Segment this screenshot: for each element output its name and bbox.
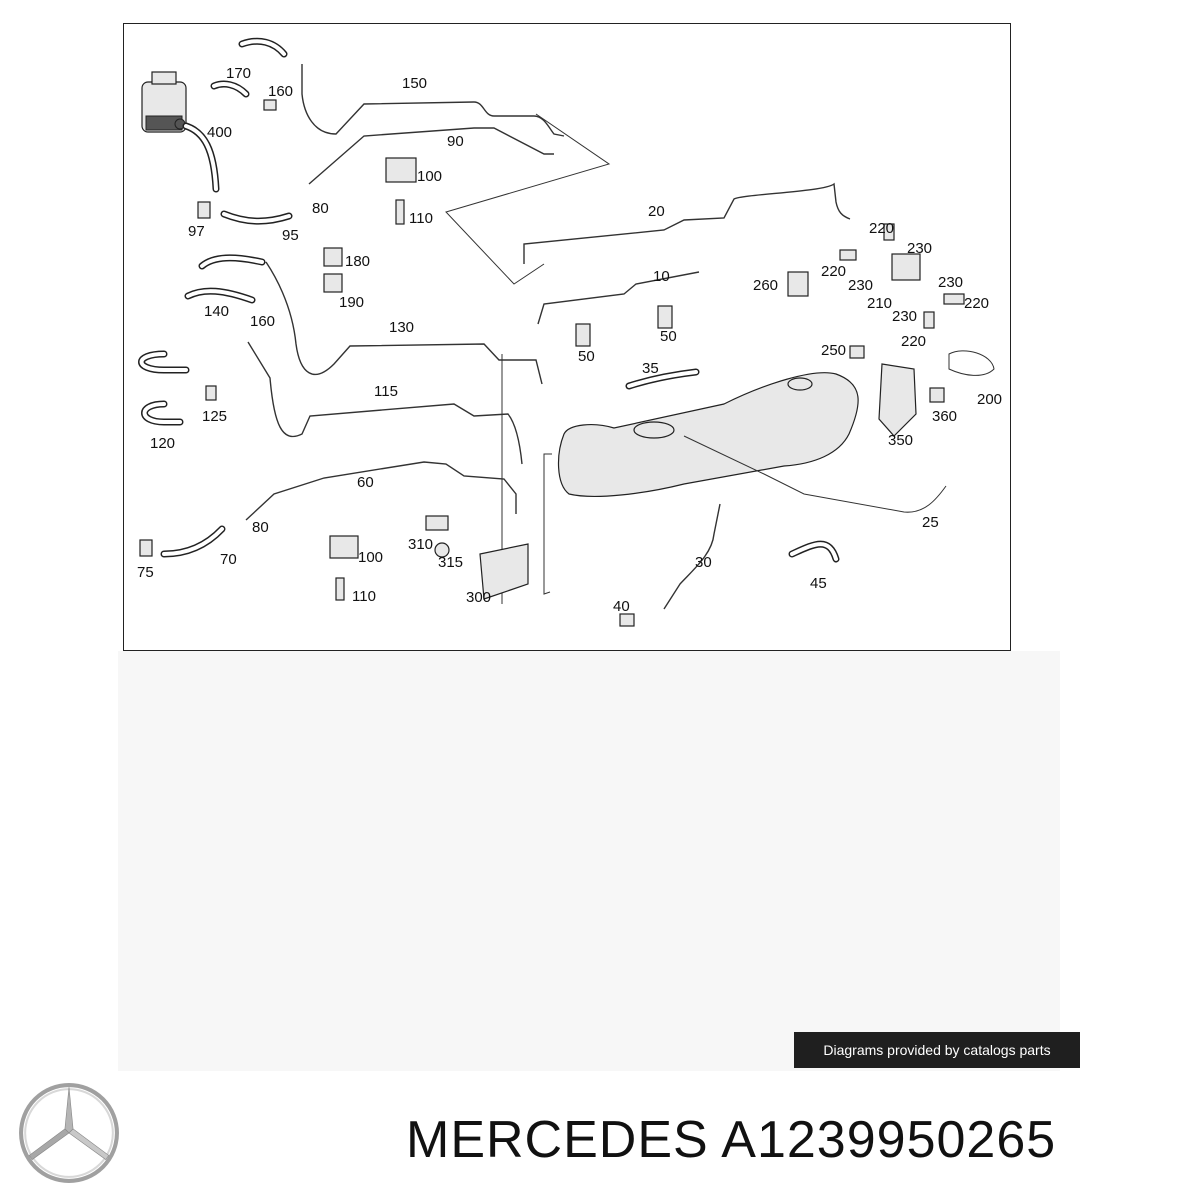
diagram-drawing: 170 160 150 400 90 100 80 97 95 110 20 2… [137,37,1002,627]
callout-110: 110 [409,210,433,227]
callout-97: 97 [188,223,205,240]
callout-95: 95 [282,227,299,244]
callout-110: 110 [352,588,376,605]
callout-50: 50 [660,328,677,345]
hose-parts [138,37,840,563]
callout-125: 125 [202,408,227,425]
callout-310: 310 [408,536,433,553]
callout-45: 45 [810,575,827,592]
part-title: MERCEDES A1239950265 [406,1111,1057,1169]
callout-100: 100 [417,168,442,185]
background-panel [118,651,1060,1071]
callout-150: 150 [402,75,427,92]
callout-220: 220 [821,263,846,280]
callout-230: 230 [938,274,963,291]
callout-360: 360 [932,408,957,425]
callout-80: 80 [252,519,269,536]
callout-100: 100 [358,549,383,566]
callout-190: 190 [339,294,364,311]
callout-70: 70 [220,551,237,568]
callout-170: 170 [226,65,251,82]
diagram-credit-badge: Diagrams provided by catalogs parts [794,1032,1080,1068]
callout-200: 200 [977,391,1002,408]
fuel-line-parts [245,64,851,610]
mercedes-star-icon [19,1083,119,1183]
callout-160: 160 [250,313,275,330]
callout-30: 30 [695,554,712,571]
callout-230: 230 [892,308,917,325]
callout-250: 250 [821,342,846,359]
callout-350: 350 [888,432,913,449]
callout-25: 25 [922,514,939,531]
callout-50: 50 [578,348,595,365]
fuel-filter-part [141,71,187,133]
callout-160: 160 [268,83,293,100]
callout-210: 210 [867,295,892,312]
callout-220: 220 [901,333,926,350]
callout-10: 10 [653,268,670,285]
callout-labels: 170 160 150 400 90 100 80 97 95 110 20 2… [137,65,1002,615]
callout-40: 40 [613,598,630,615]
callout-400: 400 [207,124,232,141]
callout-220: 220 [964,295,989,312]
callout-315: 315 [438,554,463,571]
callout-220: 220 [869,220,894,237]
callout-80: 80 [312,200,329,217]
callout-60: 60 [357,474,374,491]
callout-140: 140 [204,303,229,320]
callout-130: 130 [389,319,414,336]
fitting-parts [139,99,995,627]
callout-115: 115 [374,383,398,400]
callout-230: 230 [907,240,932,257]
callout-90: 90 [447,133,464,150]
callout-20: 20 [648,203,665,220]
callout-120: 120 [150,435,175,452]
parts-diagram: 170 160 150 400 90 100 80 97 95 110 20 2… [123,23,1011,651]
callout-180: 180 [345,253,370,270]
callout-75: 75 [137,564,154,581]
fuel-tank-part [557,372,947,513]
callout-260: 260 [753,277,778,294]
callout-230: 230 [848,277,873,294]
callout-300: 300 [466,589,491,606]
callout-35: 35 [642,360,659,377]
